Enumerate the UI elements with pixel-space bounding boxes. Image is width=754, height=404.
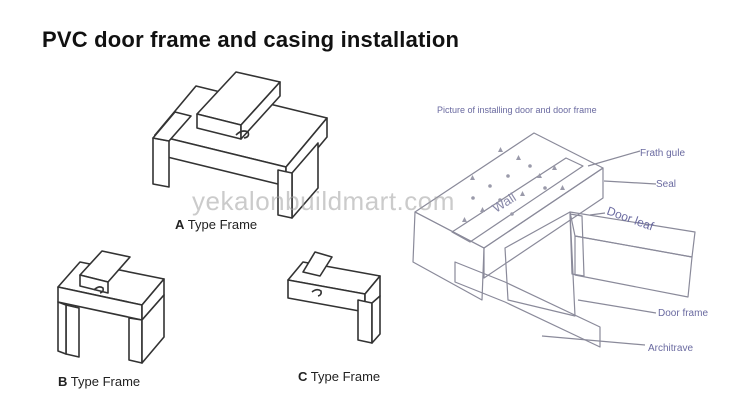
- frame-a-caption: A Type Frame: [175, 217, 257, 232]
- frame-b-caption: B Type Frame: [58, 374, 140, 389]
- label-architrave: Architrave: [648, 343, 693, 354]
- frame-b-letter: B: [58, 374, 68, 389]
- install-illustration: [412, 132, 696, 348]
- label-door-frame: Door frame: [658, 308, 708, 319]
- frame-c-caption: C Type Frame: [298, 369, 380, 384]
- frame-b-label: Type Frame: [70, 374, 141, 389]
- frame-c-letter: C: [298, 369, 308, 384]
- frame-a-drawing: [152, 71, 328, 219]
- frame-a-letter: A: [175, 217, 185, 232]
- frame-b-drawing: [57, 250, 165, 364]
- label-frath-gule: Frath gule: [640, 148, 685, 159]
- page-title: PVC door frame and casing installation: [42, 27, 460, 52]
- watermark: yekalonbuildmart.com: [192, 186, 455, 216]
- frame-a-label: Type Frame: [187, 217, 258, 232]
- label-seal: Seal: [656, 179, 676, 190]
- install-caption: Picture of installing door and door fram…: [437, 105, 597, 115]
- label-door-leaf: Door leaf: [605, 204, 656, 234]
- frame-c-drawing: [287, 251, 381, 344]
- frame-c-label: Type Frame: [310, 369, 381, 384]
